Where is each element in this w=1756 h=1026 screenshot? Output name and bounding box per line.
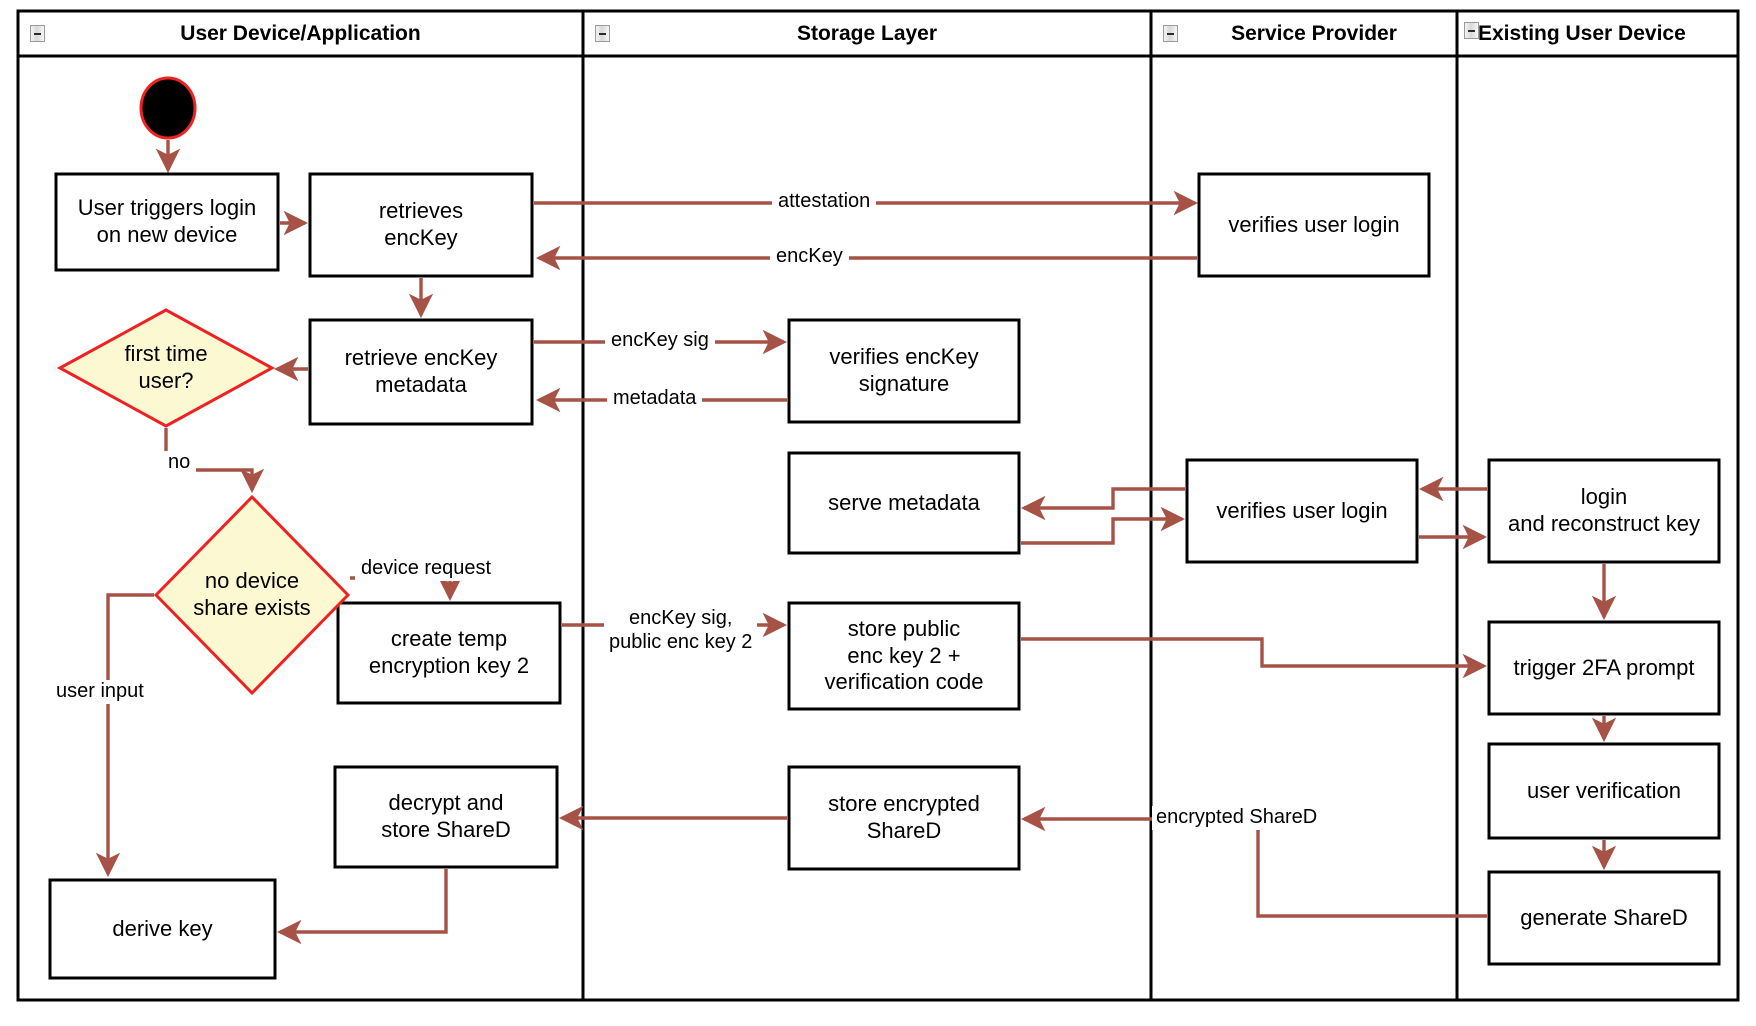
shape-user-verification xyxy=(1487,742,1721,840)
edge-label-user-input: user input xyxy=(50,680,150,704)
edge-label-attestation: attestation xyxy=(772,190,877,214)
edge-store-public-to-trigger-2fa xyxy=(1021,637,1488,679)
edge-serve-metadata-to-verifies xyxy=(1021,506,1186,545)
shape-serve-metadata xyxy=(787,451,1021,555)
shape-retrieve-enckey-metadata xyxy=(308,318,534,426)
edge-label-metadata: metadata xyxy=(607,387,703,411)
shape-store-encrypted-shared xyxy=(787,765,1021,871)
activity-node-shapes xyxy=(48,172,1721,980)
shape-retrieves-enckey xyxy=(308,172,534,278)
edge-user-input xyxy=(95,593,154,878)
edge-label-enckey: encKey xyxy=(770,245,849,269)
collapse-icon-lane-storage[interactable] xyxy=(595,25,610,42)
shape-verifies-user-login-1 xyxy=(1197,172,1431,278)
edge-no-branch xyxy=(164,428,265,494)
edge-label-enckey-sig-public-enc-key-2: encKey sig, public enc key 2 xyxy=(604,607,758,655)
shape-generate-shared xyxy=(1487,870,1721,966)
collapse-icon-lane-existing-device[interactable] xyxy=(1464,22,1479,39)
shape-user-triggers-login xyxy=(54,172,280,272)
decision-node-shapes xyxy=(56,308,351,696)
shape-login-and-reconstruct-key xyxy=(1487,458,1721,564)
edge-label-device-request: device request xyxy=(355,557,498,581)
shape-derive-key xyxy=(48,878,277,980)
lane-header-existing-device: Existing User Device xyxy=(1478,22,1686,45)
edge-label-encrypted-shared: encrypted ShareD xyxy=(1152,806,1322,830)
shape-store-public-enc-key-2 xyxy=(787,601,1021,711)
edge-encrypted-shared xyxy=(1020,806,1487,918)
collapse-icon-lane-user-device[interactable] xyxy=(30,25,45,42)
lane-header-storage: Storage Layer xyxy=(796,22,938,45)
collapse-icon-lane-service-provider[interactable] xyxy=(1163,25,1178,42)
shape-create-temp-encryption-key-2 xyxy=(336,601,562,705)
edge-label-no: no xyxy=(162,451,197,475)
shape-first-time-user xyxy=(56,308,276,428)
shape-verifies-user-login-2 xyxy=(1185,458,1419,564)
shape-trigger-2fa-prompt xyxy=(1487,620,1721,716)
lane-header-service-provider: Service Provider xyxy=(1231,22,1397,45)
shape-decrypt-and-store-shared xyxy=(333,765,559,869)
initial-node xyxy=(139,76,197,140)
edge-decrypt-to-derive-key xyxy=(276,869,448,945)
edge-verifies-to-serve-metadata xyxy=(1020,487,1185,521)
lane-header-user-device: User Device/Application xyxy=(180,22,421,45)
shape-no-device-share-exists xyxy=(153,494,351,696)
shape-verifies-enckey-signature xyxy=(787,318,1021,424)
edge-label-enckey-sig: encKey sig xyxy=(605,329,715,353)
